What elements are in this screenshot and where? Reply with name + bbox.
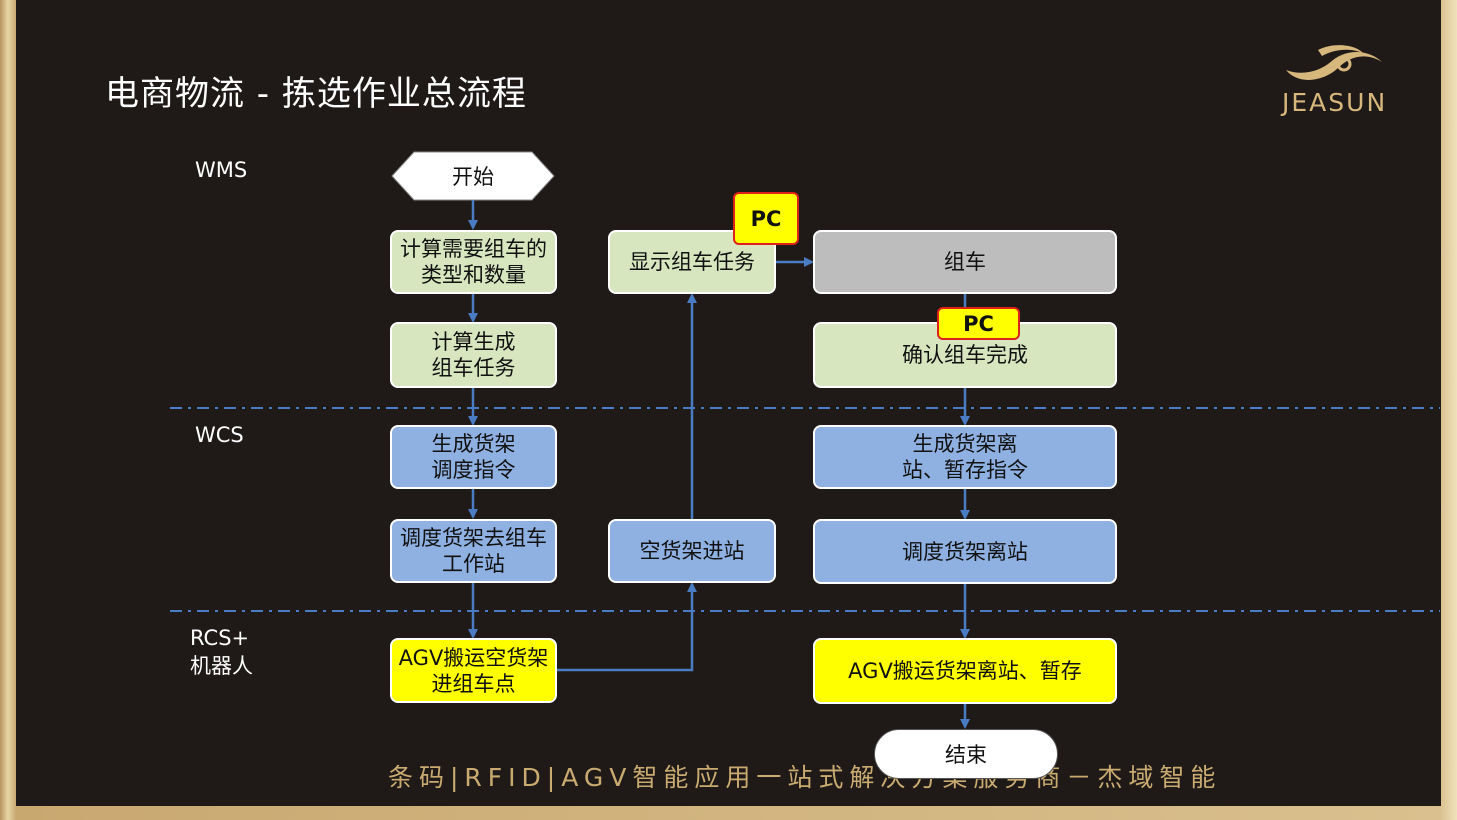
node-gen-leave: 生成货架离 站、暂存指令 <box>813 425 1117 489</box>
node-gen-dispatch-line2: 调度指令 <box>431 458 516 482</box>
node-agv-empty-shelf-line2: 进组车点 <box>431 671 516 696</box>
node-dispatch-to-station: 调度货架去组车 工作站 <box>390 519 557 583</box>
node-dispatch-to-station-line2: 工作站 <box>442 552 505 576</box>
node-calc-task: 计算生成 组车任务 <box>390 322 557 388</box>
node-gen-dispatch-line1: 生成货架 <box>431 432 516 456</box>
node-gen-dispatch: 生成货架 调度指令 <box>390 425 557 489</box>
node-dispatch-leave: 调度货架离站 <box>813 519 1117 584</box>
node-agv-empty-shelf: AGV搬运空货架 进组车点 <box>390 638 557 703</box>
node-agv-empty-shelf-line1: AGV搬运空货架 <box>398 645 549 670</box>
start-hexagon <box>391 151 555 201</box>
pc-badge-confirm: PC <box>937 307 1020 340</box>
footer-tagline: 条码|RFID|AGV智能应用一站式解决方案服务商－杰域智能 <box>388 763 1222 792</box>
node-dispatch-to-station-line1: 调度货架去组车 <box>400 526 547 550</box>
node-calc-vehicle-type: 计算需要组车的 类型和数量 <box>390 230 557 294</box>
lane-label-rcs-line1: RCS+ <box>190 626 250 650</box>
lane-label-wms: WMS <box>195 158 248 182</box>
lane-label-rcs: RCS+ 机器人 <box>190 624 253 680</box>
arrow-agv-to-empty-in <box>556 582 697 672</box>
pc-badge-show-task: PC <box>733 192 799 245</box>
node-assemble: 组车 <box>813 230 1117 294</box>
page-title: 电商物流 - 拣选作业总流程 <box>105 74 527 114</box>
node-agv-leave: AGV搬运货架离站、暂存 <box>813 638 1117 704</box>
node-calc-task-line2: 组车任务 <box>431 356 516 380</box>
node-gen-leave-line2: 站、暂存指令 <box>902 458 1028 482</box>
logo-text: JEASUN <box>1282 88 1388 117</box>
node-calc-task-line1: 计算生成 <box>431 330 516 354</box>
end-node: 结束 <box>874 729 1058 779</box>
node-empty-shelf-in: 空货架进站 <box>608 519 776 583</box>
node-calc-vehicle-type-line1: 计算需要组车的 <box>400 237 547 261</box>
lane-label-wcs: WCS <box>195 423 244 447</box>
lane-label-rcs-line2: 机器人 <box>190 654 253 678</box>
jeasun-logo-icon <box>1286 45 1382 80</box>
node-gen-leave-line1: 生成货架离 <box>912 432 1018 456</box>
start-node-label: 开始 <box>452 165 494 189</box>
slide <box>16 0 1441 806</box>
node-calc-vehicle-type-line2: 类型和数量 <box>421 263 526 287</box>
